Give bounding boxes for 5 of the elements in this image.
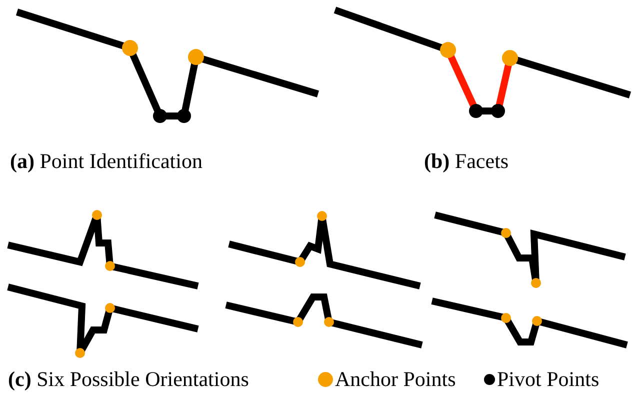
legend-label: Anchor Points xyxy=(335,366,456,392)
legend-label: Pivot Points xyxy=(497,366,600,392)
caption: (b) Facets xyxy=(424,148,509,174)
caption: (c) Six Possible Orientations xyxy=(8,366,249,392)
caption: (a) Point Identification xyxy=(10,148,202,174)
